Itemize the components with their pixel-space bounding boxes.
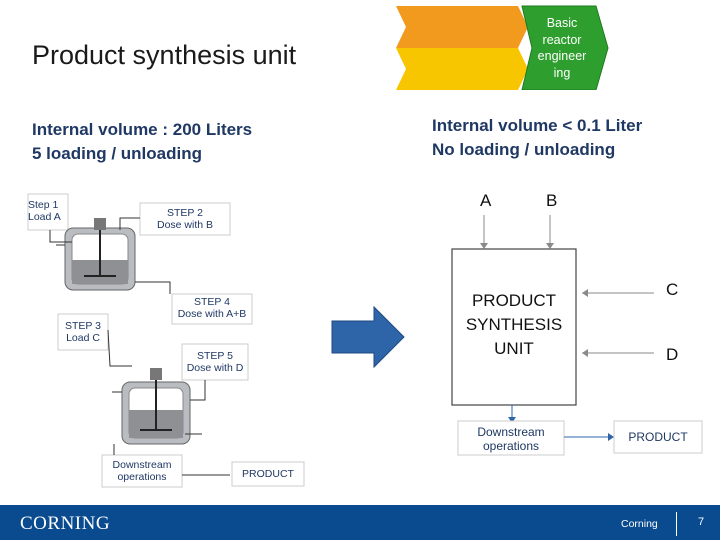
input-a: A <box>480 191 492 210</box>
flow-loading: No loading / unloading <box>432 140 616 159</box>
chevron-yellow <box>396 48 528 90</box>
input-d: D <box>666 345 679 364</box>
footer-company: Corning <box>621 518 658 530</box>
footer-divider <box>676 512 677 536</box>
page-title: Product synthesis unit <box>32 40 297 70</box>
transition-arrow <box>330 305 406 369</box>
chevron-orange <box>396 6 528 48</box>
synthesis-unit-label: PRODUCT SYNTHESIS UNIT <box>465 291 563 358</box>
stage-label: Basic reactor engineer ing <box>537 16 587 80</box>
batch-loading: 5 loading / unloading <box>32 144 202 163</box>
batch-volume: Internal volume : 200 Liters <box>32 120 253 139</box>
right-arrow-icon <box>331 305 405 369</box>
page-number: 7 <box>698 516 705 528</box>
flow-volume: Internal volume < 0.1 Liter <box>432 116 643 135</box>
corning-logo: CORNING <box>20 513 111 534</box>
batch-product-label: PRODUCT <box>242 468 294 480</box>
batch-process-drawing <box>27 193 305 488</box>
input-b: B <box>546 191 558 210</box>
input-c: C <box>666 280 679 299</box>
flow-process-drawing <box>451 215 703 456</box>
flow-process-diagram: A B C D PRODUCT SYNTHESIS UNIT Downstrea… <box>440 185 720 470</box>
stage-chevrons <box>396 5 609 91</box>
flow-product-label: PRODUCT <box>628 430 688 444</box>
batch-specs: Internal volume : 200 Liters 5 loading /… <box>32 118 252 166</box>
flow-specs: Internal volume < 0.1 Liter No loading /… <box>432 114 642 162</box>
stage-badge: Basic reactor engineer ing <box>394 4 614 91</box>
footer-bar: CORNING Corning 7 <box>0 505 720 540</box>
